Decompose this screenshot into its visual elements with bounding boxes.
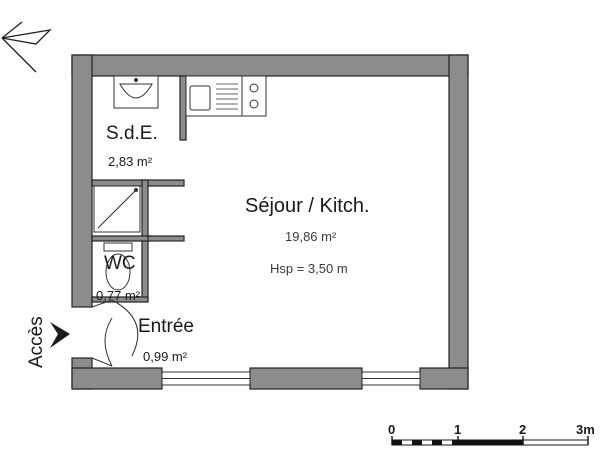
scale-label-1: 1 <box>454 422 461 437</box>
interior-walls <box>91 75 187 303</box>
toilet-icon <box>103 242 133 291</box>
access-label: Accès <box>26 316 47 368</box>
window <box>361 371 421 386</box>
room-name-sejour: Séjour / Kitch. <box>245 195 370 217</box>
scale-label-2: 2 <box>519 422 526 437</box>
scale-label-3m: 3m <box>576 422 595 437</box>
scale-label-0: 0 <box>388 422 395 437</box>
window <box>161 371 251 386</box>
room-area-sejour: 19,86 m² <box>285 229 337 244</box>
cooktop-icon <box>241 75 267 117</box>
room-area-wc: 0,77 m² <box>96 288 141 303</box>
kitchen-sink-icon <box>185 75 243 117</box>
shower-icon <box>93 185 141 233</box>
entry-arrow-icon <box>50 322 70 348</box>
room-height-sejour: Hsp = 3,50 m <box>270 261 348 276</box>
room-area-sde: 2,83 m² <box>108 154 153 169</box>
room-name-sde: S.d.E. <box>106 123 158 144</box>
room-area-entree: 0,99 m² <box>143 349 188 364</box>
entry-door <box>91 299 139 367</box>
washbasin-icon <box>113 75 159 109</box>
outer-walls <box>71 54 469 390</box>
north-arrow-icon <box>1 21 52 73</box>
scale-bar: 0 1 2 3m <box>388 422 595 446</box>
room-name-wc: WC <box>104 253 136 274</box>
room-name-entree: Entrée <box>138 316 194 337</box>
